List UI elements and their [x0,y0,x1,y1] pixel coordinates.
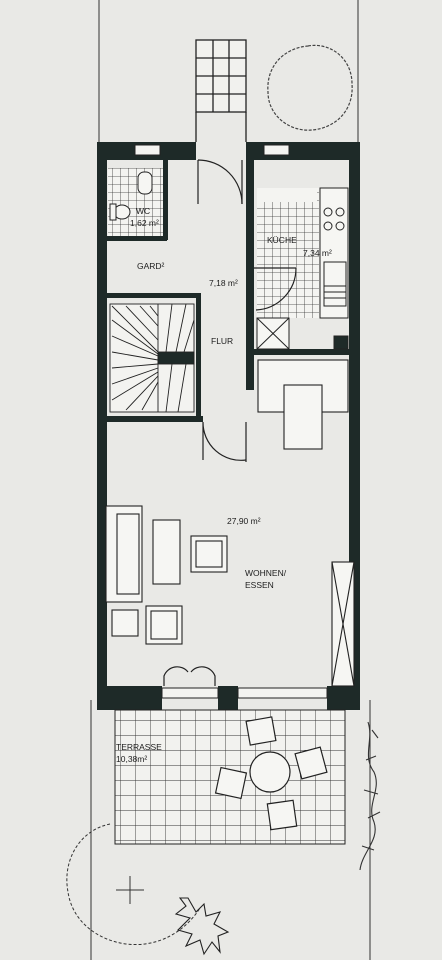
terrace-label: TERRASSE [116,742,162,752]
flur-label: FLUR [211,336,234,346]
doors [163,159,297,686]
kitchen-tile-floor-2 [257,188,317,202]
wc-fixtures [109,171,153,221]
wc-tile-floor [108,168,164,236]
hedge [359,721,381,871]
kitchen-counter [256,187,349,350]
front-tree [267,44,353,131]
staircase [109,303,195,413]
kitchen-area: 7,34 m² [303,248,332,258]
entrance-grate [195,39,247,142]
dining-area [257,359,349,450]
garden-tree [66,823,230,956]
garderobe-label: GARD² [137,261,165,271]
wc-area: 1,62 m² [130,218,159,228]
terrace-furniture [214,716,328,831]
living-area: 27,90 m² [227,516,261,526]
flur-area: 7,18 m² [209,278,238,288]
living-label-line1: WOHNEN/ [245,568,287,578]
living-furniture [105,505,355,687]
kitchen-tile-floor [257,188,319,318]
plot-boundaries [90,0,371,960]
exterior-windows [134,144,328,699]
interior-walls [107,160,349,422]
terrace-area: 10,38m² [116,754,148,764]
living-label-line2: ESSEN [245,580,274,590]
wc-label: WC [136,206,151,216]
kitchen-label: KÜCHE [267,235,297,245]
